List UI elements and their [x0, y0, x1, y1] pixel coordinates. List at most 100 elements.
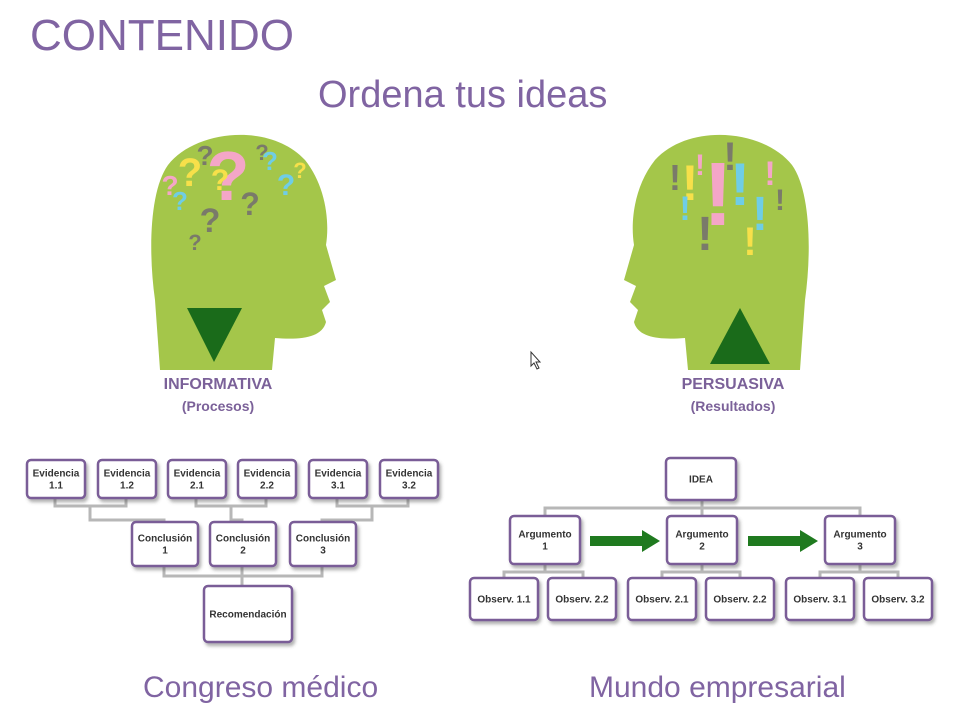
observation-node: Observ. 3.1	[784, 576, 856, 622]
right-arrows	[590, 530, 818, 552]
question-mark-icon: ?	[207, 137, 250, 215]
idea-node: IDEA	[664, 456, 738, 502]
node-label: 1	[162, 546, 168, 557]
caption-mundo-empresarial: Mundo empresarial	[589, 671, 846, 704]
node-label: 3	[857, 542, 863, 553]
node-label: 2	[240, 546, 246, 557]
question-mark-icon: ?	[178, 151, 202, 195]
right-diagram-nodes: IDEAArgumento1Argumento2Argumento3Observ…	[468, 456, 934, 622]
node-label: Observ. 1.1	[477, 595, 531, 606]
node-box	[378, 458, 440, 500]
node-box	[862, 576, 934, 622]
node-box	[665, 514, 739, 566]
question-marks: ?????????????	[161, 137, 306, 255]
caption-congreso-medico: Congreso médico	[143, 671, 379, 704]
question-mark-icon: ?	[277, 169, 295, 202]
node-label: Observ. 3.1	[793, 595, 847, 606]
node-label: Conclusión	[216, 534, 270, 545]
question-mark-icon: ?	[188, 230, 201, 255]
node-label: Evidencia	[33, 469, 80, 480]
arrow-right-icon	[590, 530, 660, 552]
node-box	[704, 576, 776, 622]
node-label: Evidencia	[174, 469, 221, 480]
arrow-right-icon	[748, 530, 818, 552]
node-label: 3	[320, 546, 326, 557]
node-label: Observ. 3.2	[871, 595, 925, 606]
node-box	[202, 584, 294, 644]
node-box	[784, 576, 856, 622]
node-label: Recomendación	[209, 610, 286, 621]
node-label: 3.1	[331, 481, 345, 492]
node-label: Observ. 2.1	[635, 595, 689, 606]
node-box	[307, 458, 369, 500]
question-mark-icon: ?	[172, 186, 188, 216]
mouse-cursor-icon	[530, 350, 542, 370]
question-mark-icon: ?	[240, 186, 260, 222]
node-box	[25, 458, 87, 500]
triangle-down-icon	[187, 308, 242, 362]
exclamation-mark-icon: !	[695, 149, 705, 182]
node-label: Evidencia	[104, 469, 151, 480]
node-label: 2	[699, 542, 705, 553]
question-mark-icon: ?	[211, 164, 229, 197]
head-sublabel-resultados: (Resultados)	[691, 398, 776, 414]
node-label: Argumento	[518, 530, 571, 541]
slide-title: CONTENIDO	[30, 11, 294, 60]
left-diagram-nodes: Evidencia1.1Evidencia1.2Evidencia2.1Evid…	[25, 458, 440, 644]
head-label-informativa: INFORMATIVA	[164, 376, 273, 393]
node-label: 3.2	[402, 481, 416, 492]
observation-node: Observ. 1.1	[468, 576, 540, 622]
exclamation-mark-icon: !	[679, 190, 690, 228]
recommendation-node: Recomendación	[202, 584, 294, 644]
observation-node: Observ. 3.2	[862, 576, 934, 622]
node-label: 1.1	[49, 481, 63, 492]
node-box	[208, 520, 278, 568]
head-persuasiva: !!!!!!!!!!!! PERSUASIVA (Resultados)	[624, 134, 809, 414]
exclamation-mark-icon: !	[703, 145, 733, 245]
node-label: Observ. 2.2	[555, 595, 609, 606]
node-label: 2.1	[190, 481, 204, 492]
triangle-up-icon	[710, 308, 770, 364]
node-box	[823, 514, 897, 566]
node-label: Argumento	[675, 530, 728, 541]
node-label: 2.2	[260, 481, 274, 492]
node-label: Argumento	[833, 530, 886, 541]
node-label: 1	[542, 542, 548, 553]
exclamation-mark-icon: !	[669, 157, 681, 198]
node-box	[166, 458, 228, 500]
head-silhouette-right	[624, 134, 809, 370]
question-mark-icon: ?	[200, 202, 221, 240]
node-label: Observ. 2.2	[713, 595, 767, 606]
exclamation-mark-icon: !	[752, 188, 768, 241]
node-label: Conclusión	[138, 534, 192, 545]
question-mark-icon: ?	[293, 158, 306, 183]
exclamation-mark-icon: !	[723, 135, 736, 179]
node-box	[468, 576, 540, 622]
node-box	[546, 576, 618, 622]
node-label: Evidencia	[386, 469, 433, 480]
node-label: 1.2	[120, 481, 134, 492]
question-mark-icon: ?	[255, 140, 268, 165]
question-mark-icon: ?	[196, 140, 213, 171]
head-informativa: ????????????? INFORMATIVA (Procesos)	[151, 134, 336, 414]
node-box	[130, 520, 200, 568]
exclamation-mark-icon: !	[697, 208, 713, 261]
node-label: Evidencia	[315, 469, 362, 480]
observation-node: Observ. 2.2	[546, 576, 618, 622]
right-diagram-connectors	[502, 500, 900, 578]
node-box	[288, 520, 358, 568]
node-box	[626, 576, 698, 622]
